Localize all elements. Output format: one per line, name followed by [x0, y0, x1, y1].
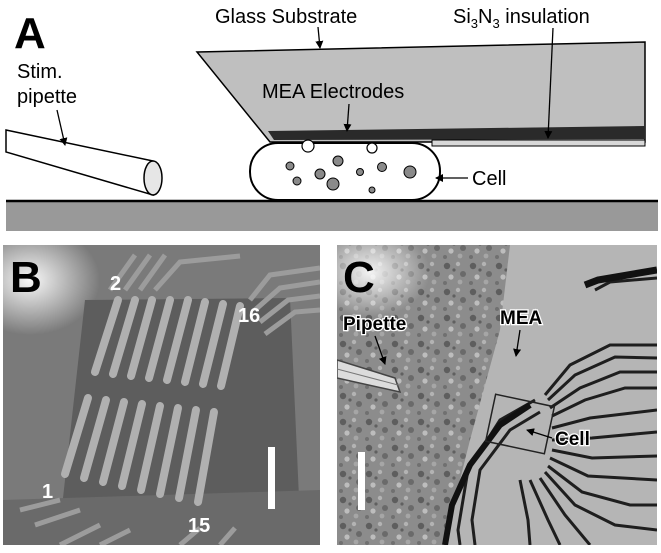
electrode-label-2: 2	[110, 273, 121, 295]
panel-c-mea-tracks	[456, 276, 657, 545]
panel-c: C Pipette MEA Cell	[337, 245, 657, 545]
glass-substrate-arrow	[315, 26, 324, 49]
panel-c-glass-region	[445, 245, 657, 545]
stim-pipette-arrow	[56, 109, 68, 146]
mea-electrodes-arrow	[343, 103, 352, 132]
insulation-layer	[431, 139, 646, 147]
pipette-label: Pipette	[343, 314, 406, 335]
cell-label-c: Cell	[555, 429, 590, 450]
panel-a-letter: A	[14, 9, 46, 58]
mea-electrodes-label: MEA Electrodes	[262, 81, 404, 103]
electrode-label-1: 1	[42, 481, 53, 503]
panel-c-glow	[337, 245, 430, 317]
panel-c-electrode-box	[484, 393, 556, 455]
panel-b-glow	[3, 245, 100, 335]
mea-arrow-c	[513, 329, 522, 357]
insulation-arrow	[544, 27, 554, 139]
stim-pipette-label-line2: pipette	[17, 86, 77, 108]
panel-c-outline-top	[583, 266, 657, 289]
bottom-surface	[6, 201, 658, 231]
panel-b-scale-bar	[268, 447, 275, 509]
cell-shape	[249, 139, 441, 201]
panel-c-scale-bar	[358, 452, 365, 510]
electrode-label-15: 15	[188, 515, 210, 537]
pipette-arrow	[374, 335, 387, 365]
panel-b: B 2 16 1 15	[3, 245, 320, 545]
panel-a: A Glass Subst	[5, 6, 658, 231]
panel-b-traces	[19, 253, 320, 545]
panel-c-letter: C	[343, 253, 375, 302]
glass-substrate-label: Glass Substrate	[215, 6, 357, 28]
insulation-label: Si3N3 insulation	[453, 6, 590, 31]
panel-c-outline-left	[442, 402, 532, 545]
stim-pipette-label-line1: Stim.	[17, 61, 63, 83]
panel-b-letter: B	[10, 253, 42, 302]
mea-label-c: MEA	[500, 308, 543, 329]
stim-pipette-shape	[5, 129, 163, 197]
panel-b-electrodes-upper	[91, 296, 244, 390]
cell-label-a: Cell	[472, 168, 506, 190]
panel-c-pipette-shape	[337, 359, 402, 394]
electrode-label-16: 16	[238, 305, 260, 327]
panel-b-electrodes-lower	[61, 394, 218, 506]
cell-arrow-c	[526, 428, 553, 439]
